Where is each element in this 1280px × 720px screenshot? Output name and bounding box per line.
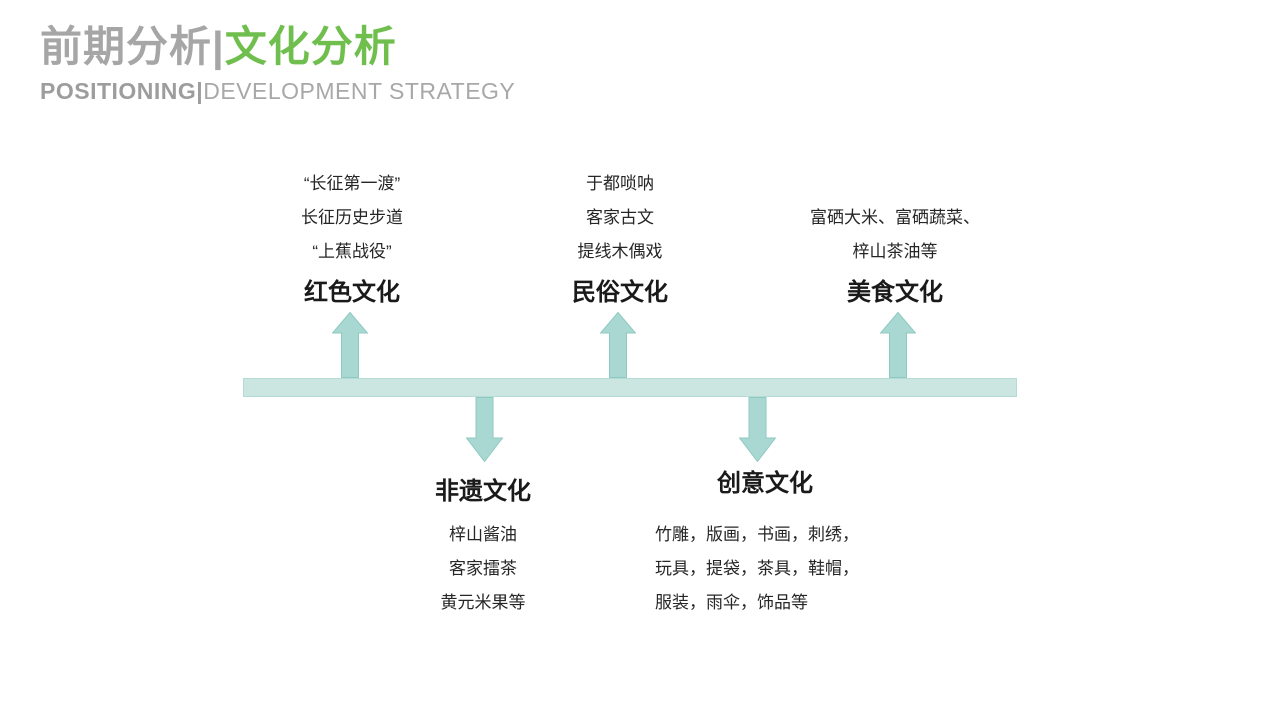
culture-group-title: 红色文化 xyxy=(304,279,400,306)
page-title: 前期分析|文化分析 xyxy=(40,24,515,70)
culture-item: 梓山酱油 xyxy=(449,525,517,544)
culture-group-creative: 创意文化 竹雕，版画，书画，刺绣， 玩具，提袋，茶具，鞋帽， 服装，雨伞，饰品等 xyxy=(655,468,875,620)
culture-group-title: 创意文化 xyxy=(717,470,813,497)
down-arrow-creative-culture xyxy=(739,397,776,462)
culture-item: 长征历史步道 xyxy=(301,208,403,227)
culture-item: 梓山茶油等 xyxy=(852,242,938,261)
culture-item: 服装，雨伞，饰品等 xyxy=(655,593,808,612)
culture-items: “长征第一渡” 长征历史步道 “上蕉战役” xyxy=(242,167,462,269)
culture-item: “上蕉战役” xyxy=(312,242,392,261)
culture-group-folk: 于都唢呐 客家古文 提线木偶戏 民俗文化 xyxy=(510,167,730,309)
culture-item: “长征第一渡” xyxy=(303,174,401,193)
down-arrow-heritage-culture xyxy=(466,397,503,462)
culture-item: 竹雕，版画，书画，刺绣， xyxy=(655,525,859,544)
culture-item: 富硒大米、富硒蔬菜、 xyxy=(810,208,980,227)
culture-item: 玩具，提袋，茶具，鞋帽， xyxy=(655,559,859,578)
culture-item: 客家古文 xyxy=(586,208,654,227)
up-arrow-folk-culture xyxy=(600,312,636,378)
header: 前期分析|文化分析 POSITIONING|DEVELOPMENT STRATE… xyxy=(40,24,515,105)
page-subtitle: POSITIONING|DEVELOPMENT STRATEGY xyxy=(40,78,515,104)
subtitle-rest: DEVELOPMENT STRATEGY xyxy=(203,78,516,104)
up-arrow-food-culture xyxy=(880,312,916,378)
up-arrow-red-culture xyxy=(332,312,368,378)
culture-group-red: “长征第一渡” 长征历史步道 “上蕉战役” 红色文化 xyxy=(242,167,462,309)
culture-item: 黄元米果等 xyxy=(440,593,526,612)
culture-items: 富硒大米、富硒蔬菜、 梓山茶油等 xyxy=(765,201,1025,269)
page-title-right: 文化分析 xyxy=(224,23,397,70)
culture-item: 客家擂茶 xyxy=(449,559,517,578)
culture-group-heritage: 非遗文化 梓山酱油 客家擂茶 黄元米果等 xyxy=(373,476,593,620)
timeline-bar xyxy=(243,378,1017,397)
culture-group-title: 美食文化 xyxy=(847,279,943,306)
culture-items: 于都唢呐 客家古文 提线木偶戏 xyxy=(510,167,730,269)
culture-item: 提线木偶戏 xyxy=(577,242,663,261)
culture-item: 于都唢呐 xyxy=(586,174,654,193)
culture-group-title: 民俗文化 xyxy=(572,279,668,306)
culture-items: 竹雕，版画，书画，刺绣， 玩具，提袋，茶具，鞋帽， 服装，雨伞，饰品等 xyxy=(655,518,875,620)
subtitle-bold: POSITIONING| xyxy=(40,78,204,104)
culture-group-food: 富硒大米、富硒蔬菜、 梓山茶油等 美食文化 xyxy=(765,201,1025,309)
page-title-left: 前期分析| xyxy=(40,23,225,70)
culture-items: 梓山酱油 客家擂茶 黄元米果等 xyxy=(373,518,593,620)
culture-group-title: 非遗文化 xyxy=(435,478,531,505)
